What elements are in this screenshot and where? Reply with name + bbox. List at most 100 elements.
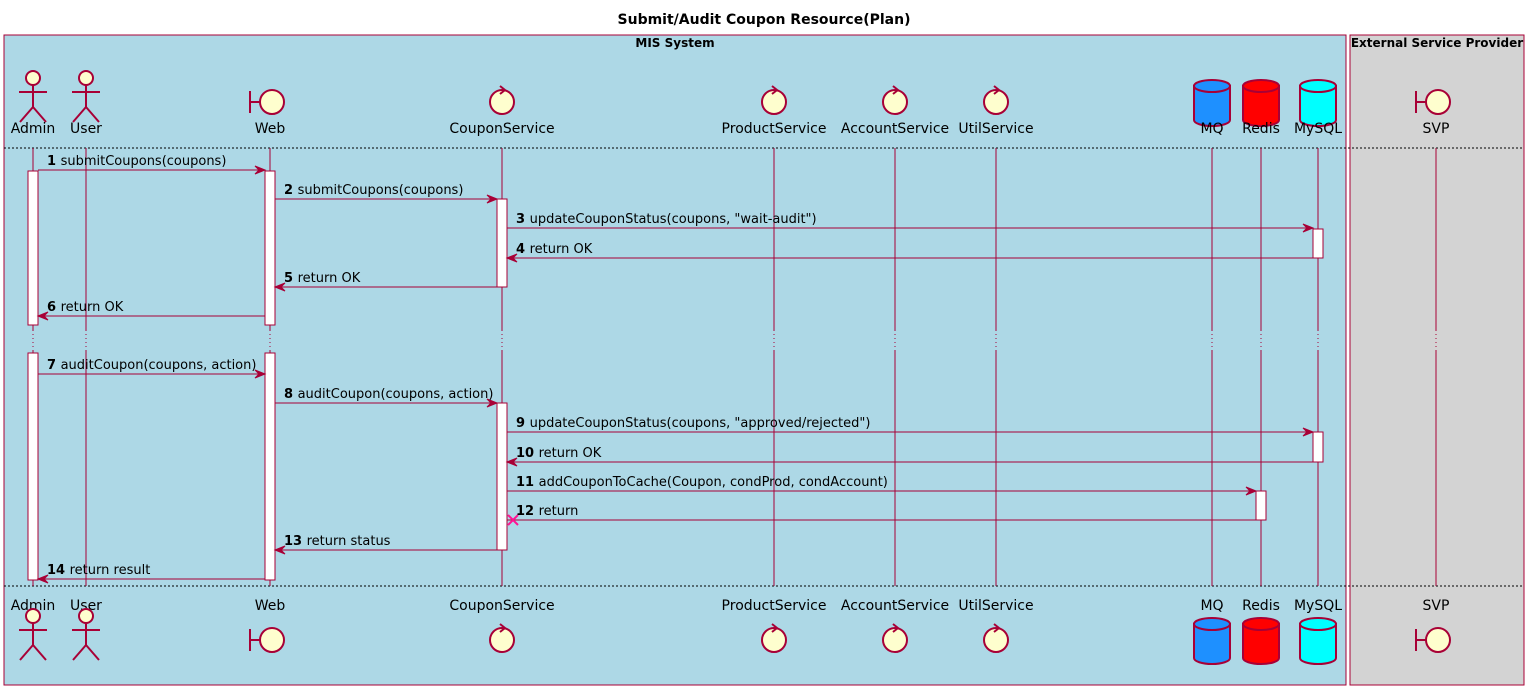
message-8: 8 auditCoupon(coupons, action) <box>275 387 499 408</box>
message-6-arrowhead <box>36 311 49 321</box>
box-ext-background <box>1349 34 1525 686</box>
message-2-text: submitCoupons(coupons) <box>298 183 464 198</box>
message-13-text: return status <box>307 534 391 549</box>
redis-database-top-icon <box>1242 617 1280 631</box>
message-12: 12 return <box>507 504 1256 526</box>
user-actor-leg-left-icon <box>72 644 87 661</box>
participant-admin-label-bottom: Admin <box>11 598 56 614</box>
participant-product-label-top: ProductService <box>722 121 827 137</box>
web-boundary-circle-icon <box>259 89 285 115</box>
coupon-control-circle-icon <box>489 627 515 653</box>
message-11-label: 11 addCouponToCache(Coupon, condProd, co… <box>516 475 888 490</box>
message-3: 3 updateCouponStatus(coupons, "wait-audi… <box>507 212 1315 233</box>
user-actor-leg-right-icon <box>85 644 100 661</box>
product-control-circle-icon <box>761 89 787 115</box>
product-control-circle-icon <box>761 627 787 653</box>
account-control-arrow-icon <box>892 85 900 95</box>
message-7-label: 7 auditCoupon(coupons, action) <box>47 358 256 373</box>
message-9-arrowhead <box>1302 427 1315 437</box>
participant-coupon-label-top: CouponService <box>449 121 554 137</box>
message-10-number: 10 <box>516 446 539 461</box>
box-external-service-provider: External Service Provider <box>1349 34 1525 686</box>
message-2: 2 submitCoupons(coupons) <box>275 183 499 204</box>
message-3-label: 3 updateCouponStatus(coupons, "wait-audi… <box>516 212 817 227</box>
util-control-circle-icon <box>983 89 1009 115</box>
participant-product-label-bottom: ProductService <box>722 598 827 614</box>
activation-bar-coupon-7 <box>496 402 508 551</box>
coupon-control-arrow-icon <box>499 85 507 95</box>
participant-web-label-top: Web <box>255 121 286 137</box>
participant-mq-label-top: MQ <box>1200 121 1223 137</box>
box-mis-label: MIS System <box>635 36 714 50</box>
user-actor-head-icon <box>78 608 94 624</box>
participant-account-top: AccountService <box>841 85 949 137</box>
message-1-number: 1 <box>47 154 61 169</box>
participant-mq-bottom: MQ <box>1193 598 1231 665</box>
message-13: 13 return status <box>273 534 497 555</box>
message-6-label: 6 return OK <box>47 300 124 315</box>
box-mis-background <box>3 34 1347 686</box>
participant-user-label-bottom: User <box>70 598 102 614</box>
participant-mysql-label-top: MySQL <box>1294 121 1342 137</box>
activation-bar-admin-1 <box>27 170 39 326</box>
admin-actor-leg-right-icon <box>32 644 47 661</box>
participant-mysql-top: MySQL <box>1294 79 1342 137</box>
admin-actor-leg-right-icon <box>32 106 47 123</box>
message-10-arrowhead <box>505 457 518 467</box>
participant-account-bottom: AccountService <box>841 598 949 653</box>
activation-bar-coupon-3 <box>496 198 508 288</box>
coupon-control-arrow-icon <box>499 623 507 633</box>
user-actor-leg-left-icon <box>72 106 87 123</box>
svp-boundary-circle-icon <box>1425 627 1451 653</box>
redis-database-body-icon <box>1242 623 1280 665</box>
mysql-database-body-icon <box>1299 85 1337 127</box>
account-control-arrow-icon <box>892 623 900 633</box>
mq-database-top-icon <box>1193 617 1231 631</box>
message-4-arrowhead <box>505 253 518 263</box>
message-13-number: 13 <box>284 534 307 549</box>
message-9: 9 updateCouponStatus(coupons, "approved/… <box>507 416 1315 437</box>
participant-redis-label-top: Redis <box>1242 121 1280 137</box>
participant-admin-bottom: Admin <box>11 598 56 661</box>
mq-database-top-icon <box>1193 79 1231 93</box>
util-control-arrow-icon <box>993 623 1001 633</box>
message-3-number: 3 <box>516 212 530 227</box>
participant-svp-label-top: SVP <box>1423 121 1450 137</box>
message-5-number: 5 <box>284 271 298 286</box>
mq-database-body-icon <box>1193 623 1231 665</box>
message-5-text: return OK <box>298 271 361 286</box>
activation-bar-mysql-4 <box>1312 228 1324 259</box>
message-12-label: 12 return <box>516 504 578 519</box>
participant-mysql-bottom: MySQL <box>1294 598 1342 665</box>
message-6-number: 6 <box>47 300 61 315</box>
account-control-circle-icon <box>882 627 908 653</box>
admin-actor-leg-left-icon <box>19 106 34 123</box>
util-control-circle-icon <box>983 627 1009 653</box>
message-11-number: 11 <box>516 475 539 490</box>
box-ext-label: External Service Provider <box>1351 36 1523 50</box>
message-1-text: submitCoupons(coupons) <box>61 154 227 169</box>
message-11-text: addCouponToCache(Coupon, condProd, condA… <box>539 475 888 490</box>
participant-svp-top: SVP <box>1415 89 1451 137</box>
message-2-label: 2 submitCoupons(coupons) <box>284 183 463 198</box>
message-7-arrowhead <box>254 369 267 379</box>
participant-mq-label-bottom: MQ <box>1200 598 1223 614</box>
message-1-arrowhead <box>254 165 267 175</box>
participant-product-bottom: ProductService <box>722 598 827 653</box>
message-3-arrowhead <box>1302 223 1315 233</box>
message-13-label: 13 return status <box>284 534 391 549</box>
message-4-text: return OK <box>530 242 593 257</box>
message-12-number: 12 <box>516 504 539 519</box>
message-14: 14 return result <box>36 563 265 584</box>
mq-database-body-icon <box>1193 85 1231 127</box>
message-4-number: 4 <box>516 242 530 257</box>
svp-boundary-circle-icon <box>1425 89 1451 115</box>
util-control-arrow-icon <box>993 85 1001 95</box>
message-6: 6 return OK <box>36 300 265 321</box>
participant-web-label-bottom: Web <box>255 598 286 614</box>
message-1-label: 1 submitCoupons(coupons) <box>47 154 226 169</box>
message-9-label: 9 updateCouponStatus(coupons, "approved/… <box>516 416 870 431</box>
message-11: 11 addCouponToCache(Coupon, condProd, co… <box>507 475 1258 496</box>
user-actor-head-icon <box>78 70 94 86</box>
participant-redis-label-bottom: Redis <box>1242 598 1280 614</box>
